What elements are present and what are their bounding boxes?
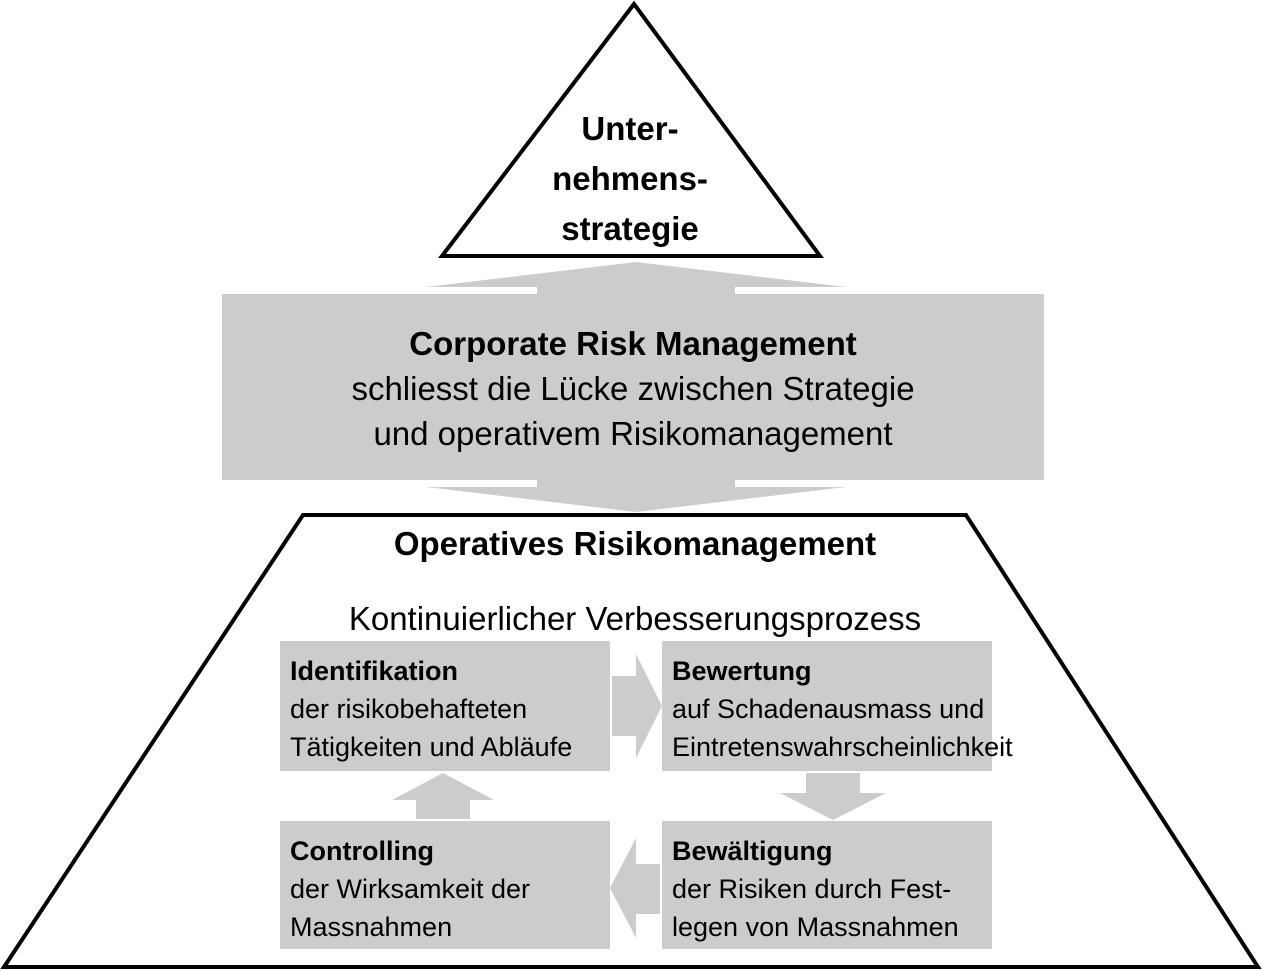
bewertung-title: Bewertung <box>672 656 812 686</box>
bewaeltigung-line-2: legen von Massnahmen <box>672 912 959 942</box>
bewertung-line-1: auf Schadenausmass und <box>672 694 985 724</box>
strategy-title: Unter- nehmens- strategie <box>480 104 780 254</box>
identifikation-line-1: der risikobehafteten <box>290 694 528 724</box>
arrow-right <box>612 654 662 758</box>
bewertung-text: Bewertung auf Schadenausmass und Eintret… <box>672 652 1013 766</box>
bewertung-line-2: Eintretenswahrscheinlichkeit <box>672 732 1013 762</box>
controlling-text: Controlling der Wirksamkeit der Massnahm… <box>290 832 530 946</box>
strategy-line-2: nehmens- <box>552 160 708 197</box>
arrow-left <box>610 838 660 938</box>
controlling-line-1: der Wirksamkeit der <box>290 874 531 904</box>
bewaeltigung-box <box>662 821 992 949</box>
bewertung-box <box>662 641 992 771</box>
corporate-line-1: schliesst die Lücke zwischen Strategie <box>351 370 915 407</box>
identifikation-text: Identifikation der risikobehafteten Täti… <box>290 652 572 766</box>
bewaeltigung-text: Bewältigung der Risiken durch Fest- lege… <box>672 832 959 946</box>
corporate-line-2: und operativem Risikomanagement <box>373 415 893 452</box>
identifikation-line-2: Tätigkeiten und Abläufe <box>290 732 573 762</box>
arrow-down <box>780 773 886 820</box>
bewaeltigung-line-1: der Risiken durch Fest- <box>672 874 952 904</box>
corporate-band-arrow <box>222 262 1044 512</box>
identifikation-box <box>280 641 610 771</box>
controlling-line-2: Massnahmen <box>290 912 453 942</box>
identifikation-title: Identifikation <box>290 656 458 686</box>
bewaeltigung-title: Bewältigung <box>672 836 833 866</box>
controlling-title: Controlling <box>290 836 434 866</box>
strategy-line-3: strategie <box>561 210 699 247</box>
corporate-title: Corporate Risk Management <box>409 325 857 362</box>
operative-subtitle: Kontinuierlicher Verbesserungsprozess <box>348 600 922 637</box>
controlling-box <box>280 821 610 949</box>
arrow-up <box>392 773 494 819</box>
strategy-line-1: Unter- <box>581 110 679 147</box>
operative-title: Operatives Risikomanagement <box>393 525 877 562</box>
strategy-triangle <box>437 0 824 258</box>
